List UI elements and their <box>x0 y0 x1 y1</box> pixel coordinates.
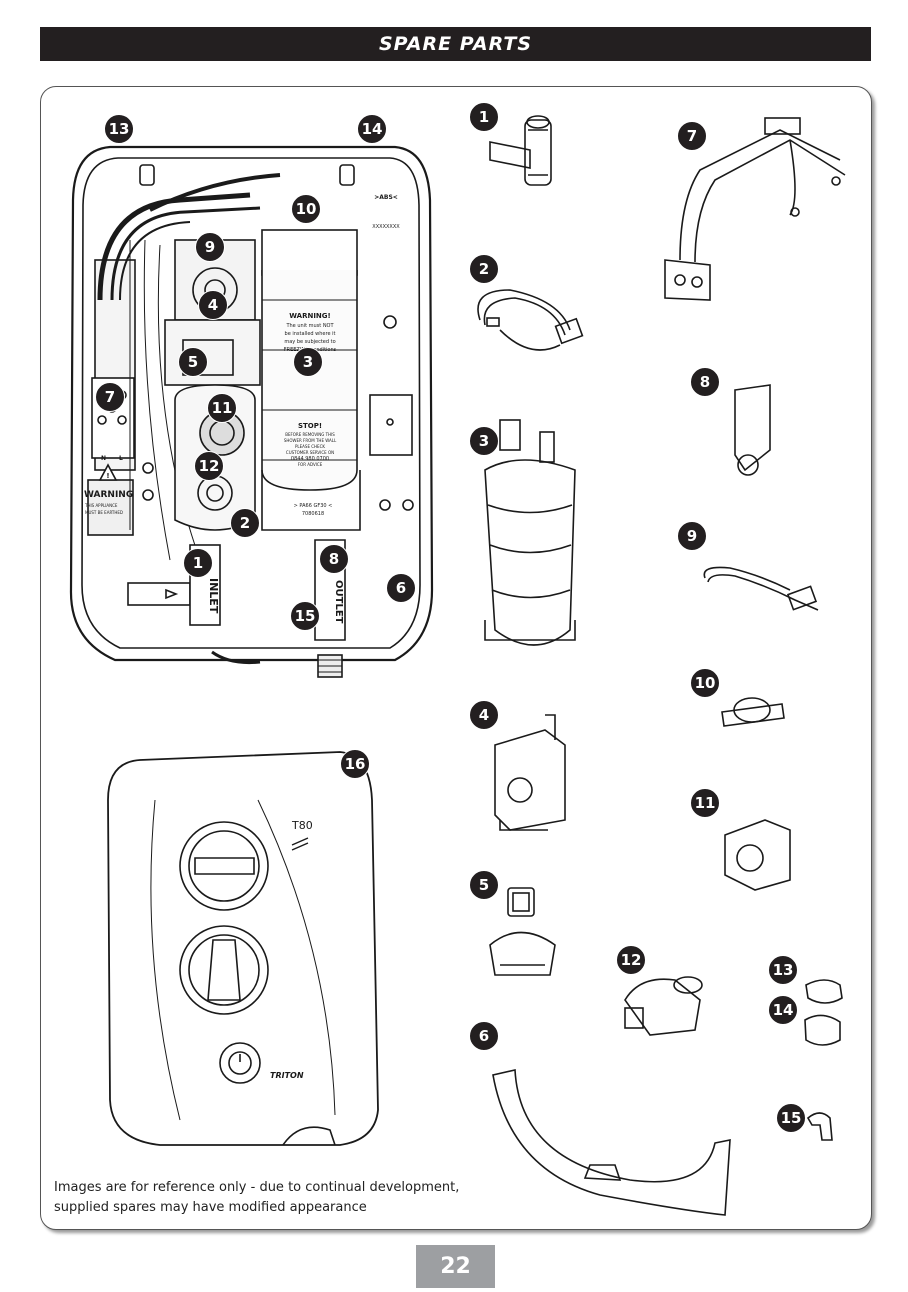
unit-serial: XXXXXXXX <box>372 224 400 230</box>
unit-warning-line2: be installed where it <box>285 331 336 337</box>
callout-6: 6 <box>386 573 416 603</box>
unit-earth-warning: WARNING <box>84 490 133 500</box>
part-label-13: 13 <box>768 955 798 985</box>
part-12-valve-drawing <box>624 976 703 1036</box>
part-label-14: 14 <box>768 995 798 1025</box>
svg-text:!: ! <box>106 472 109 480</box>
part-label-8: 8 <box>690 367 720 397</box>
terminal-l-label: L <box>119 455 123 462</box>
part-2-wiring-drawing <box>477 289 584 351</box>
callout-9: 9 <box>195 232 225 262</box>
outlet-label: OUTLET <box>333 580 344 624</box>
part-9-microswitch-drawing <box>703 566 819 611</box>
callout-16: 16 <box>340 749 370 779</box>
unit-warning-title: WARNING! <box>289 312 330 320</box>
part-label-5: 5 <box>469 870 499 900</box>
part-15-clip-drawing <box>806 1112 833 1141</box>
part-label-1: 1 <box>469 102 499 132</box>
brand-name: TRITON <box>270 1071 304 1080</box>
part-label-2: 2 <box>469 254 499 284</box>
unit-abs-mark: >ABS< <box>374 194 398 201</box>
part-label-11: 11 <box>690 788 720 818</box>
part-label-6: 6 <box>469 1021 499 1051</box>
part-13-cap-drawing <box>805 979 843 1004</box>
reference-note-line2: supplied spares may have modified appear… <box>54 1200 367 1215</box>
part-label-15: 15 <box>776 1103 806 1133</box>
part-label-7: 7 <box>677 121 707 151</box>
unit-stop-line1: BEFORE REMOVING THIS <box>285 432 335 437</box>
callout-3: 3 <box>293 347 323 377</box>
part-label-4: 4 <box>469 700 499 730</box>
page-title: SPARE PARTS <box>378 33 533 55</box>
part-1-inlet-drawing <box>489 115 552 186</box>
unit-warning-line1: The unit must NOT <box>285 323 334 329</box>
unit-warning-line3: may be subjected to <box>284 339 335 345</box>
terminal-n-label: N <box>101 455 106 462</box>
callout-15: 15 <box>290 601 320 631</box>
callout-10: 10 <box>291 194 321 224</box>
unit-earth-line2: MUST BE EARTHED <box>85 510 123 515</box>
part-7-terminal-block-drawing <box>664 117 846 301</box>
unit-earth-line1: THIS APPLIANCE <box>84 503 118 508</box>
unit-stop-line4: CUSTOMER SERVICE ON <box>286 450 334 455</box>
unit-stop-line5: 0844 980 0700 <box>291 456 329 462</box>
part-label-9: 9 <box>677 521 707 551</box>
callout-12: 12 <box>194 451 224 481</box>
part-6-lower-cover-drawing <box>492 1069 731 1216</box>
part-4-pressure-valve-drawing <box>494 714 566 831</box>
part-14-cap-drawing <box>804 1014 841 1046</box>
page-header-bar: SPARE PARTS <box>40 27 871 61</box>
reference-note-line1: Images are for reference only - due to c… <box>54 1180 460 1195</box>
part-11-flow-valve-drawing <box>724 819 791 891</box>
unit-pa-number: 7080618 <box>302 511 324 517</box>
part-8-outlet-drawing <box>734 384 771 476</box>
callout-7: 7 <box>95 382 125 412</box>
part-10-thermal-cutout-drawing <box>721 697 785 727</box>
callout-1: 1 <box>183 548 213 578</box>
shower-front-cover-drawing: T80 TRITON <box>107 751 379 1146</box>
part-label-3: 3 <box>469 426 499 456</box>
model-name: T80 <box>291 819 313 832</box>
part-label-12: 12 <box>616 945 646 975</box>
unit-stop-line6: FOR ADVICE <box>298 462 323 467</box>
reference-note: Images are for reference only - due to c… <box>54 1178 460 1218</box>
inlet-label: INLET <box>207 578 220 614</box>
unit-stop-title: STOP! <box>298 422 322 430</box>
callout-2: 2 <box>230 508 260 538</box>
callout-11: 11 <box>207 393 237 423</box>
unit-stop-line2: SHOWER FROM THE WALL <box>284 438 337 443</box>
unit-pa-code: > PA66 GF30 < <box>294 503 333 509</box>
part-5-solenoid-drawing <box>489 887 556 976</box>
callout-13: 13 <box>104 114 134 144</box>
callout-14: 14 <box>357 114 387 144</box>
shower-unit-internal-drawing: WARNING! The unit must NOT be installed … <box>69 145 434 678</box>
part-label-10: 10 <box>690 668 720 698</box>
page-number-box: 22 <box>416 1245 495 1288</box>
part-3-heating-can-drawing <box>484 419 576 646</box>
page-number: 22 <box>440 1254 471 1279</box>
unit-stop-line3: PLEASE CHECK <box>295 444 325 449</box>
callout-5: 5 <box>178 347 208 377</box>
callout-8: 8 <box>319 544 349 574</box>
callout-4: 4 <box>198 290 228 320</box>
